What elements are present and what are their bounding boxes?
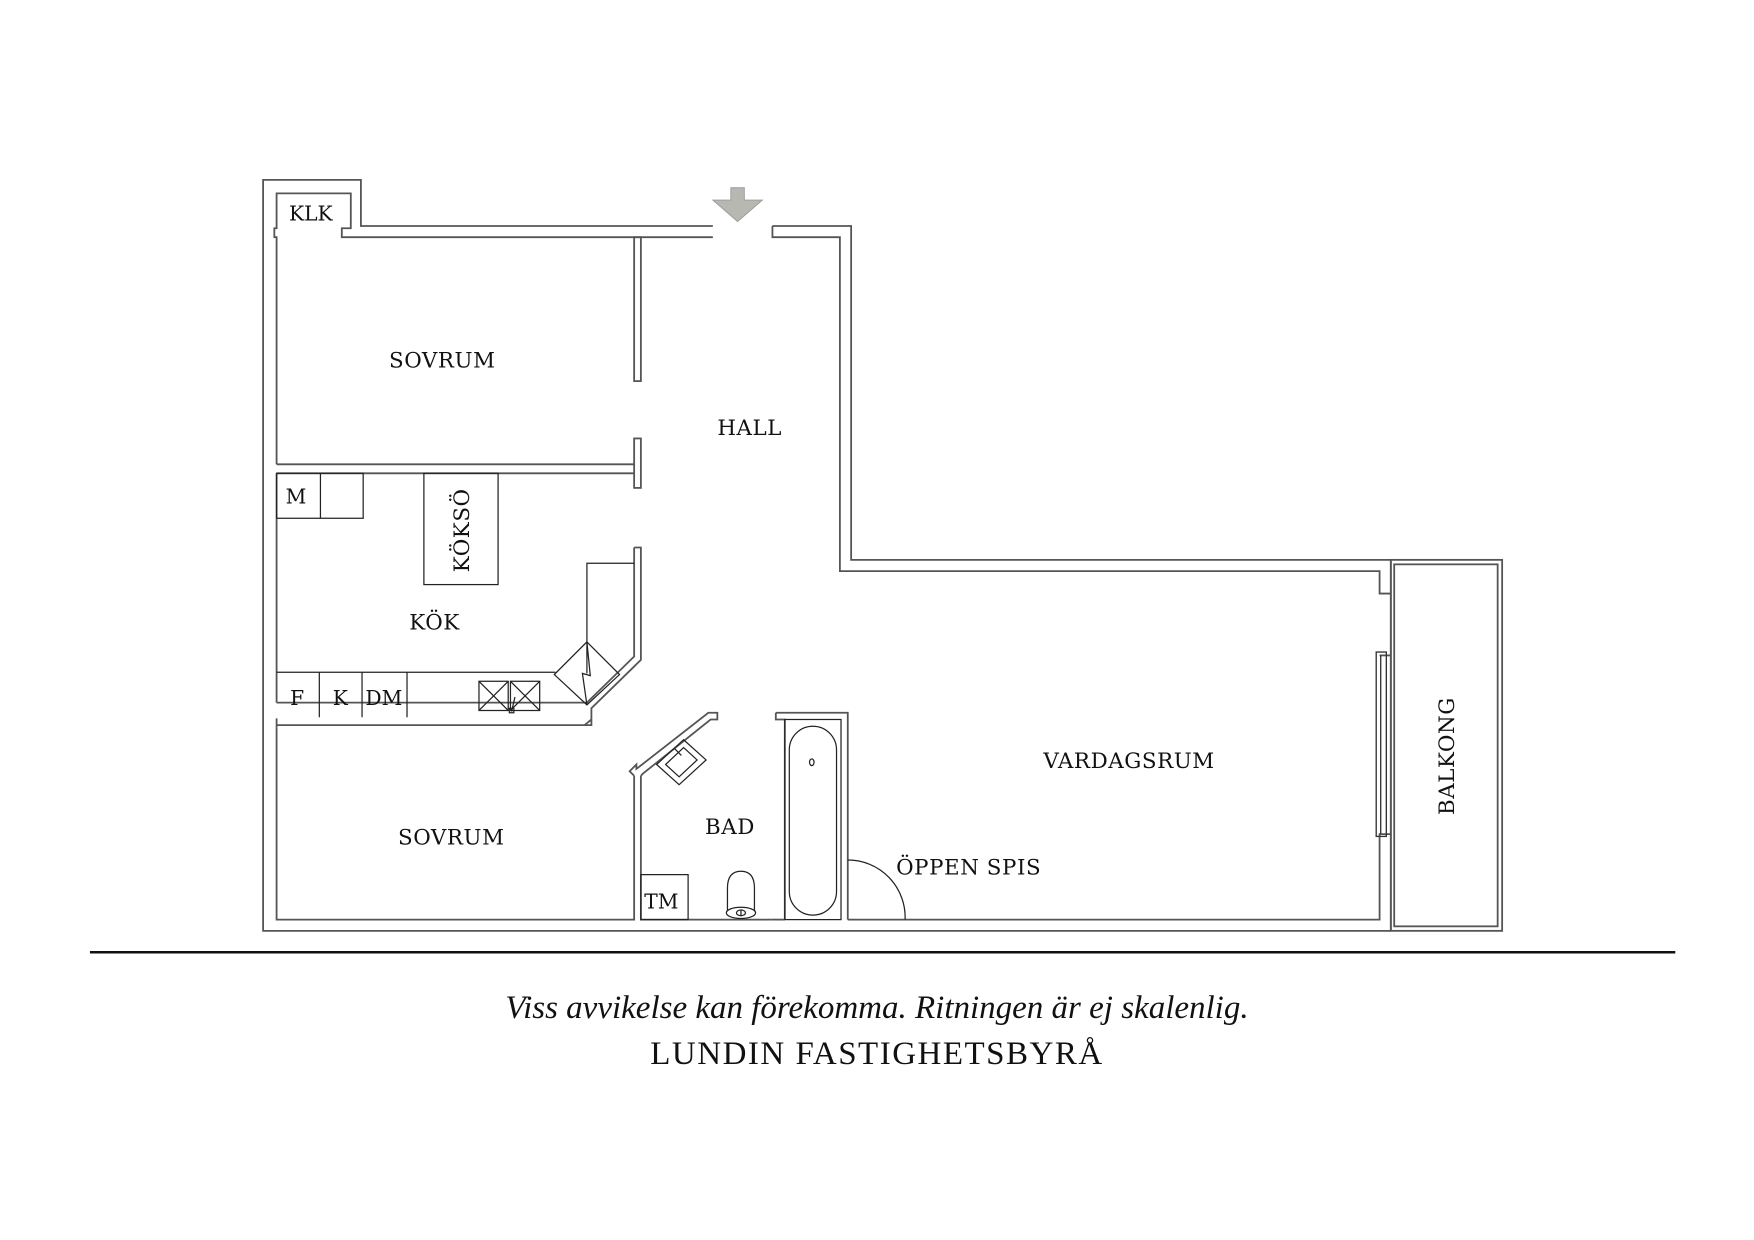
toilet-icon — [725, 870, 757, 920]
room-label-balkong: BALKONG — [1435, 697, 1460, 815]
appliance-label-f: F — [290, 686, 304, 710]
room-label-oppen-spis: ÖPPEN SPIS — [896, 854, 1041, 881]
fireplace-icon — [847, 859, 906, 920]
brand-name: LUNDIN FASTIGHETSBYRÅ — [650, 1036, 1104, 1072]
appliance-label-k: K — [333, 686, 349, 710]
kitchen-fixtures — [275, 472, 635, 718]
room-label-klk: KLK — [289, 201, 334, 225]
room-label-sovrum-top: SOVRUM — [389, 349, 496, 374]
bathroom-sink-icon — [655, 738, 708, 786]
room-label-kokso: KÖKSÖ — [448, 488, 475, 572]
room-label-bad: BAD — [705, 815, 755, 840]
bathtub-icon — [784, 718, 842, 921]
room-label-kok: KÖK — [409, 609, 460, 636]
appliance-label-tm: TM — [644, 889, 678, 913]
kitchen-sink-icon — [478, 680, 541, 714]
stove-icon — [553, 641, 621, 706]
outer-walls — [262, 178, 1392, 932]
appliance-label-m: M — [286, 485, 307, 509]
room-label-vardagsrum: VARDAGSRUM — [1042, 749, 1214, 774]
disclaimer-text: Viss avvikelse kan förekomma. Ritningen … — [505, 990, 1249, 1026]
balcony — [1375, 558, 1504, 932]
room-label-hall: HALL — [717, 416, 782, 441]
entrance-arrow-icon — [711, 187, 764, 223]
appliance-label-dm: DM — [365, 686, 402, 710]
bathroom-fixtures — [640, 718, 842, 921]
room-label-sovrum-bottom: SOVRUM — [398, 825, 505, 850]
interior-walls — [275, 236, 849, 921]
